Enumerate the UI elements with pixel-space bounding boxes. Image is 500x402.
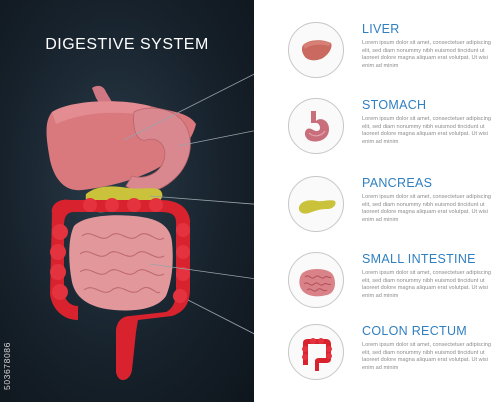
pancreas-icon [288,176,344,232]
anatomy-panel: DIGESTIVE SYSTEM [0,0,282,402]
entry-title-liver: LIVER [362,22,400,36]
entry-text-colon-rectum: Lorem ipsum dolor sit amet, consectetuer… [362,342,492,371]
entry-stomach: STOMACH Lorem ipsum dolor sit amet, cons… [254,98,500,168]
small-intestine-shape [69,215,173,311]
infographic-title: DIGESTIVE SYSTEM [45,36,209,53]
entry-text-liver: Lorem ipsum dolor sit amet, consectetuer… [362,40,492,69]
small-intestine-folds [79,233,165,294]
entry-pancreas: PANCREAS Lorem ipsum dolor sit amet, con… [254,176,500,246]
entry-text-stomach: Lorem ipsum dolor sit amet, consectetuer… [362,116,492,145]
liver-icon [288,22,344,78]
stock-id-text: 503678086 [2,342,12,390]
small-intestine-icon [288,252,344,308]
entry-text-pancreas: Lorem ipsum dolor sit amet, consectetuer… [362,194,492,223]
stomach-icon [288,98,344,154]
stomach-shape [125,107,191,193]
entry-liver: LIVER Lorem ipsum dolor sit amet, consec… [254,22,500,92]
entry-small-intestine: SMALL INTESTINE Lorem ipsum dolor sit am… [254,252,500,322]
entry-title-colon-rectum: COLON RECTUM [362,324,467,338]
entry-text-small-intestine: Lorem ipsum dolor sit amet, consectetuer… [362,270,492,299]
colon-haustra [50,198,190,303]
entry-title-stomach: STOMACH [362,98,427,112]
entry-title-small-intestine: SMALL INTESTINE [362,252,476,266]
colon-rectum-icon [288,324,344,380]
organ-list: LIVER Lorem ipsum dolor sit amet, consec… [254,0,500,402]
stock-id-watermark: 503678086 [2,240,14,400]
entry-colon-rectum: COLON RECTUM Lorem ipsum dolor sit amet,… [254,324,500,394]
colon-shape [50,199,190,381]
entry-title-pancreas: PANCREAS [362,176,433,190]
